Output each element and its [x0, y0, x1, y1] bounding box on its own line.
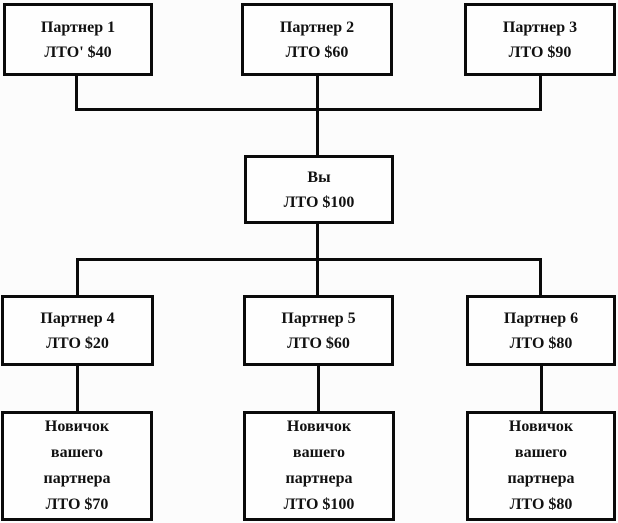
node-value: ЛТО $60 [285, 43, 349, 61]
node-partner-6: Партнер 6 ЛТО $80 [466, 295, 616, 366]
node-title: Новичок вашего партнера [285, 418, 353, 487]
connector-line [76, 260, 79, 296]
node-title: Партнер 1 [40, 18, 116, 36]
node-value: ЛТО $20 [46, 334, 109, 352]
node-title: Партнер 5 [281, 309, 356, 327]
connector-line [539, 76, 542, 110]
node-value: ЛТО $70 [45, 496, 109, 513]
connector-line [75, 76, 78, 110]
node-title: Новичок вашего партнера [43, 418, 111, 487]
node-title: Новичок вашего партнера [507, 418, 575, 487]
node-title: Партнер 3 [502, 18, 578, 36]
node-title: Партнер 4 [40, 309, 115, 327]
node-title: Вы [307, 168, 331, 186]
connector-line [316, 76, 319, 156]
connector-bus [75, 108, 542, 111]
connector-line [539, 260, 542, 296]
node-title: Партнер 2 [279, 18, 355, 36]
node-partner-1: Партнер 1 ЛТО' $40 [3, 3, 153, 76]
node-newbie-2: Новичок вашего партнера ЛТО $100 [243, 411, 395, 521]
node-partner-5: Партнер 5 ЛТО $60 [243, 295, 394, 366]
node-value: ЛТО $100 [283, 496, 355, 513]
node-value: ЛТО $80 [509, 334, 573, 352]
node-you: Вы ЛТО $100 [244, 155, 394, 224]
node-title: Партнер 6 [503, 309, 579, 327]
node-value: ЛТО $80 [509, 496, 573, 513]
node-newbie-1: Новичок вашего партнера ЛТО $70 [1, 411, 153, 521]
connector-line [317, 365, 320, 412]
node-value: ЛТО' $40 [44, 43, 112, 61]
node-value: ЛТО $90 [508, 43, 572, 61]
node-newbie-3: Новичок вашего партнера ЛТО $80 [466, 411, 616, 521]
node-partner-3: Партнер 3 ЛТО $90 [464, 3, 616, 76]
node-value: ЛТО $100 [283, 193, 355, 211]
node-partner-2: Партнер 2 ЛТО $60 [241, 3, 393, 76]
connector-line [540, 365, 543, 412]
node-partner-4: Партнер 4 ЛТО $20 [1, 295, 154, 366]
node-value: ЛТО $60 [287, 334, 350, 352]
connector-line [76, 365, 79, 412]
connector-bus [76, 258, 542, 261]
